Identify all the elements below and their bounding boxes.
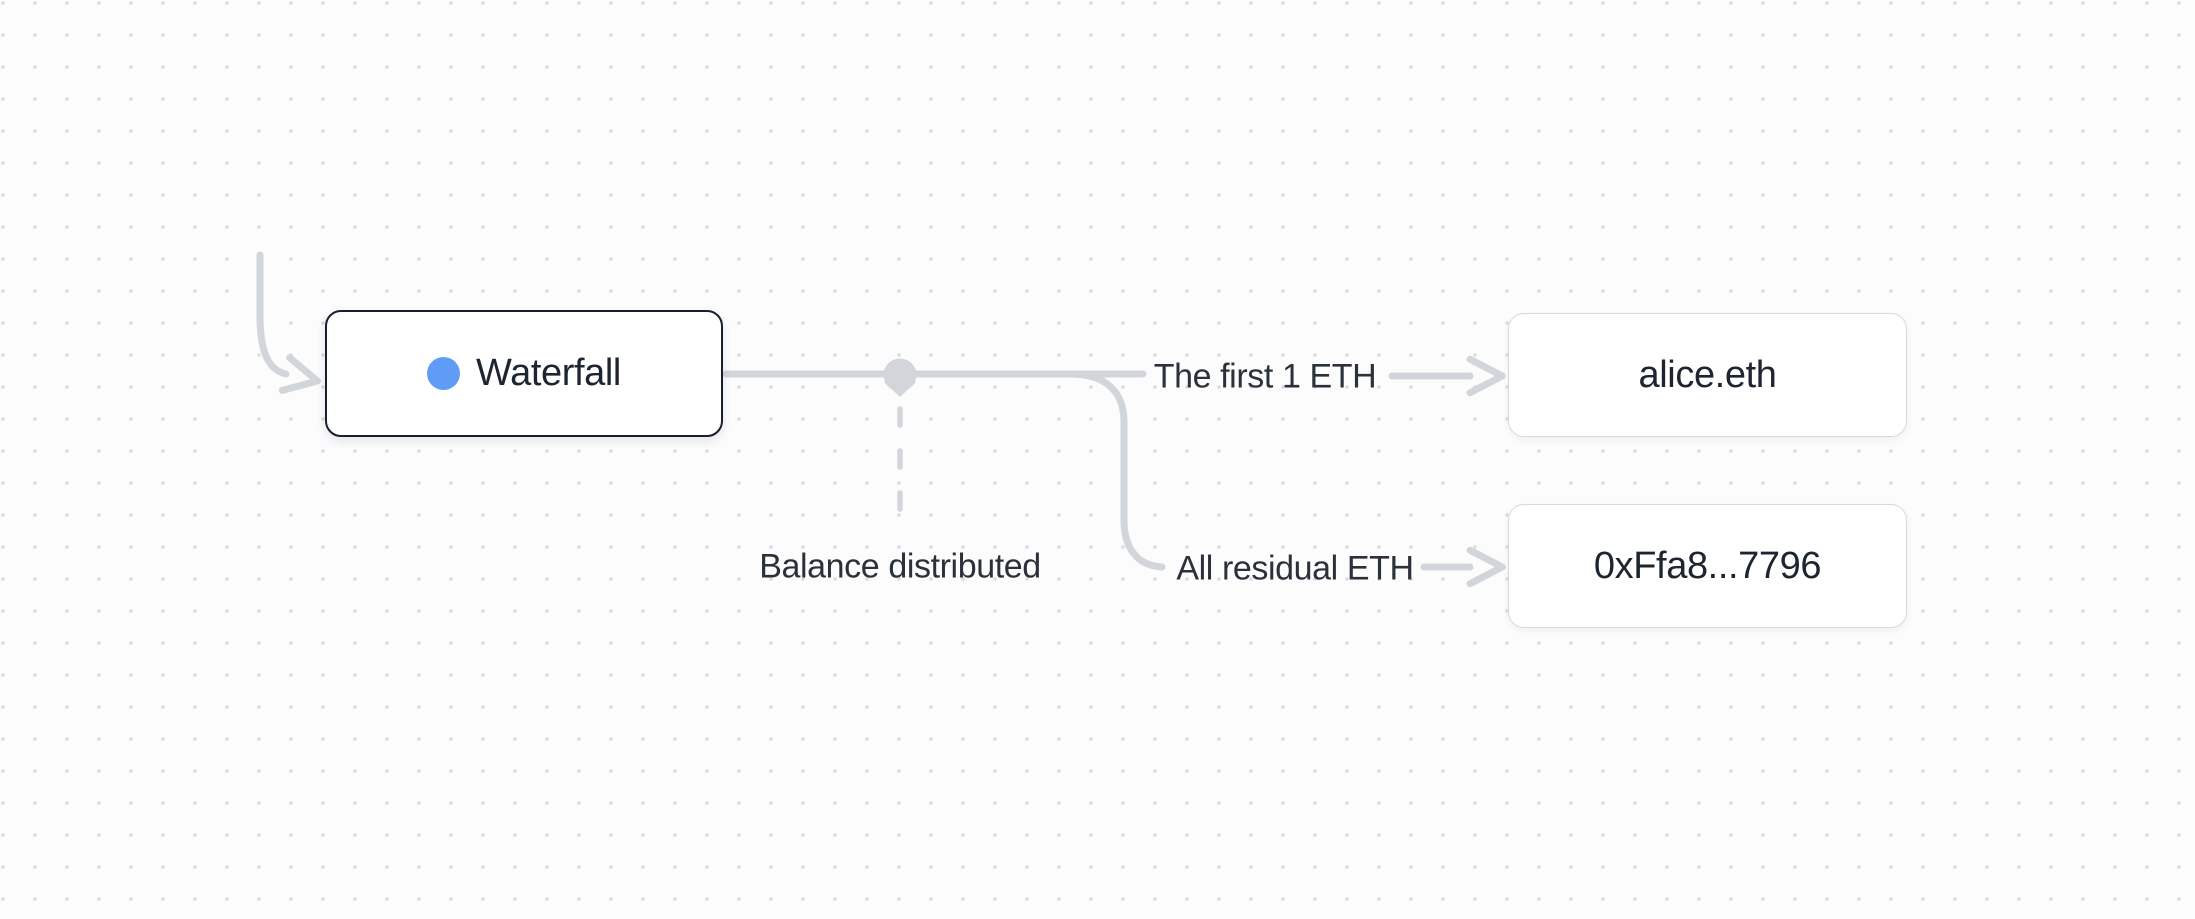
node-recipient-address-label: 0xFfa8...7796 xyxy=(1593,544,1822,587)
blue-dot-icon xyxy=(427,357,461,390)
edge-incoming xyxy=(256,251,321,394)
node-waterfall[interactable]: Waterfall xyxy=(325,310,723,437)
node-recipient-alice[interactable]: alice.eth xyxy=(1508,313,1907,437)
node-recipient-address[interactable]: 0xFfa8...7796 xyxy=(1508,504,1907,628)
node-waterfall-label: Waterfall xyxy=(476,352,621,394)
edge-branch-residual xyxy=(1066,370,1166,571)
edge-label-balance-distributed: Balance distributed xyxy=(759,547,1041,586)
node-recipient-alice-label: alice.eth xyxy=(1638,353,1777,396)
edge-label-tranche1: The first 1 ETH xyxy=(1153,357,1377,396)
edge-label-residual: All residual ETH xyxy=(1176,549,1414,588)
junction-dot xyxy=(883,358,917,397)
